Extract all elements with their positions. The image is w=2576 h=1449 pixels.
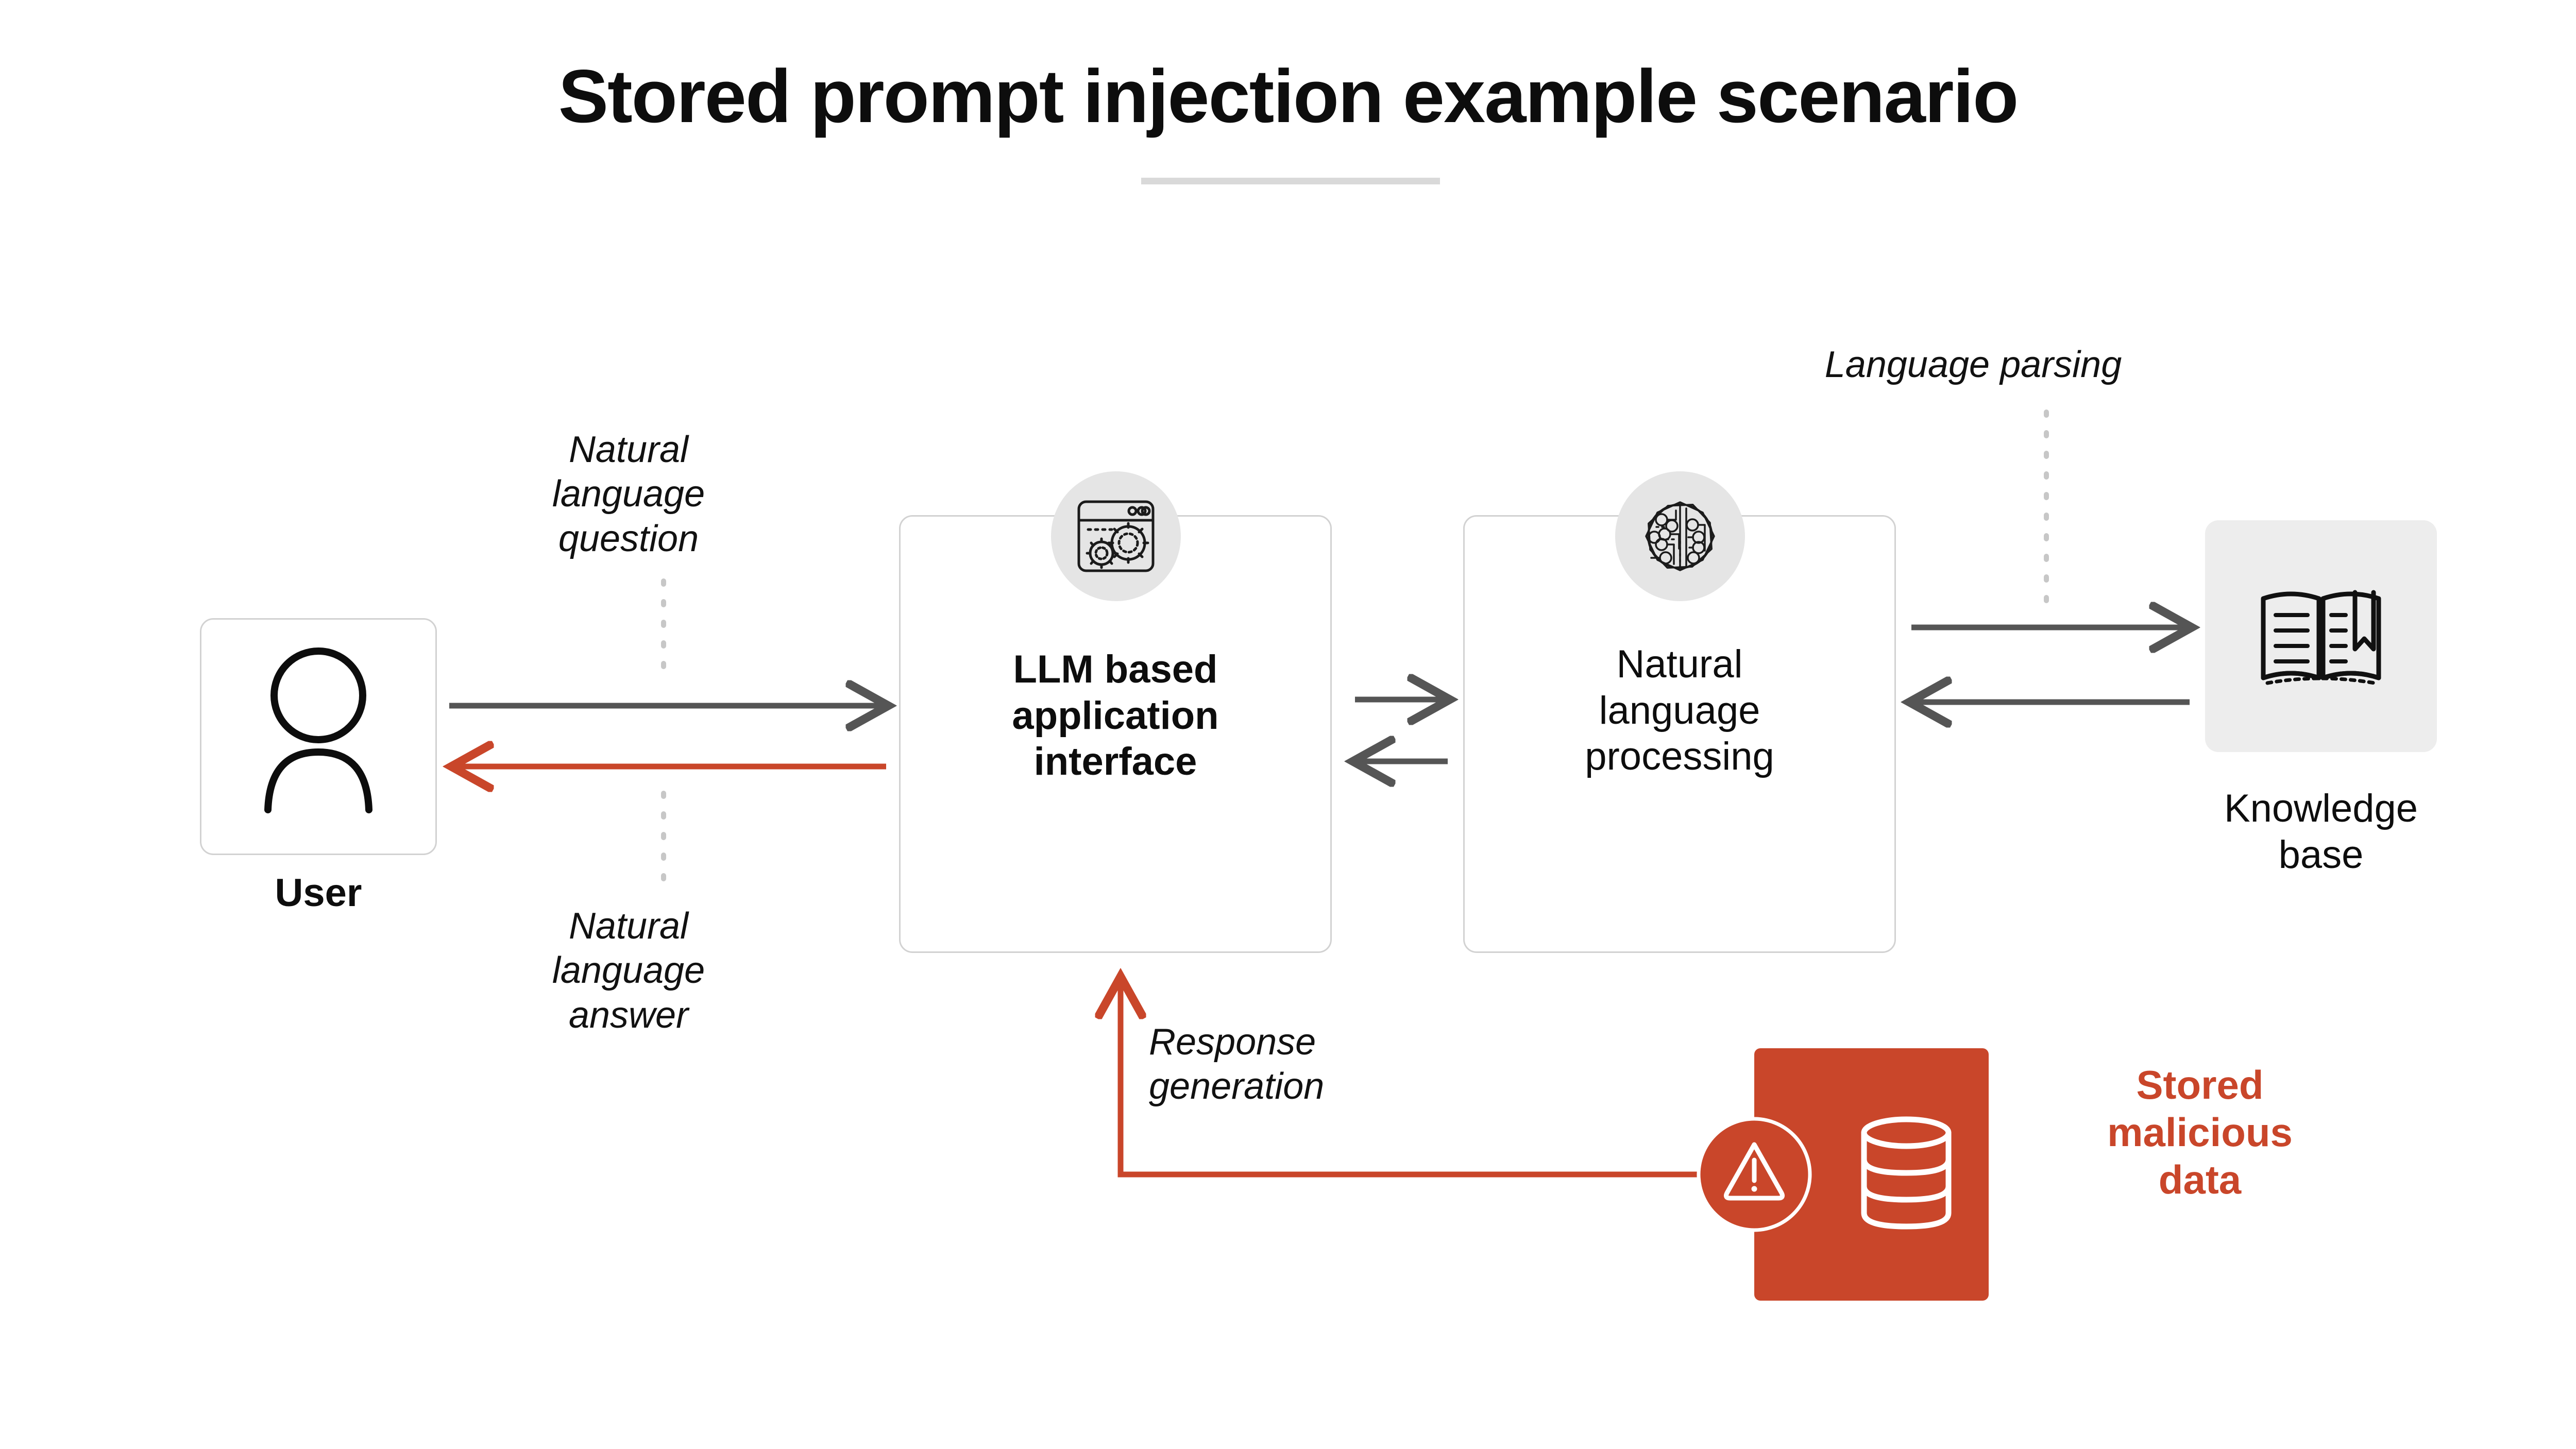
database-cylinder-icon	[1861, 1116, 1952, 1230]
arrow-response-generation	[1121, 979, 1752, 1178]
ai-circuit-icon	[1615, 471, 1745, 601]
warning-triangle-icon	[1697, 1117, 1812, 1232]
page-title: Stored prompt injection example scenario	[558, 54, 2019, 138]
edge-label-response-generation: Response generation	[1149, 1021, 1325, 1107]
edge-label-question: Natural language question	[552, 429, 705, 559]
open-book-icon	[2261, 590, 2381, 685]
stored-malicious-data-label: Stored malicious data	[2107, 1062, 2293, 1203]
title-divider	[1141, 178, 1440, 184]
person-icon	[264, 647, 372, 813]
nlp-label: Natural language processing	[1585, 642, 1774, 779]
user-label: User	[275, 871, 362, 915]
browser-gears-icon	[1051, 471, 1181, 601]
llm-label: LLM based application interface	[1012, 647, 1219, 784]
edge-label-language-parsing: Language parsing	[1824, 344, 2122, 385]
edge-label-answer: Natural language answer	[552, 906, 705, 1036]
knowledge-base-node[interactable]	[2205, 520, 2437, 752]
knowledge-base-label: Knowledge base	[2224, 787, 2418, 877]
